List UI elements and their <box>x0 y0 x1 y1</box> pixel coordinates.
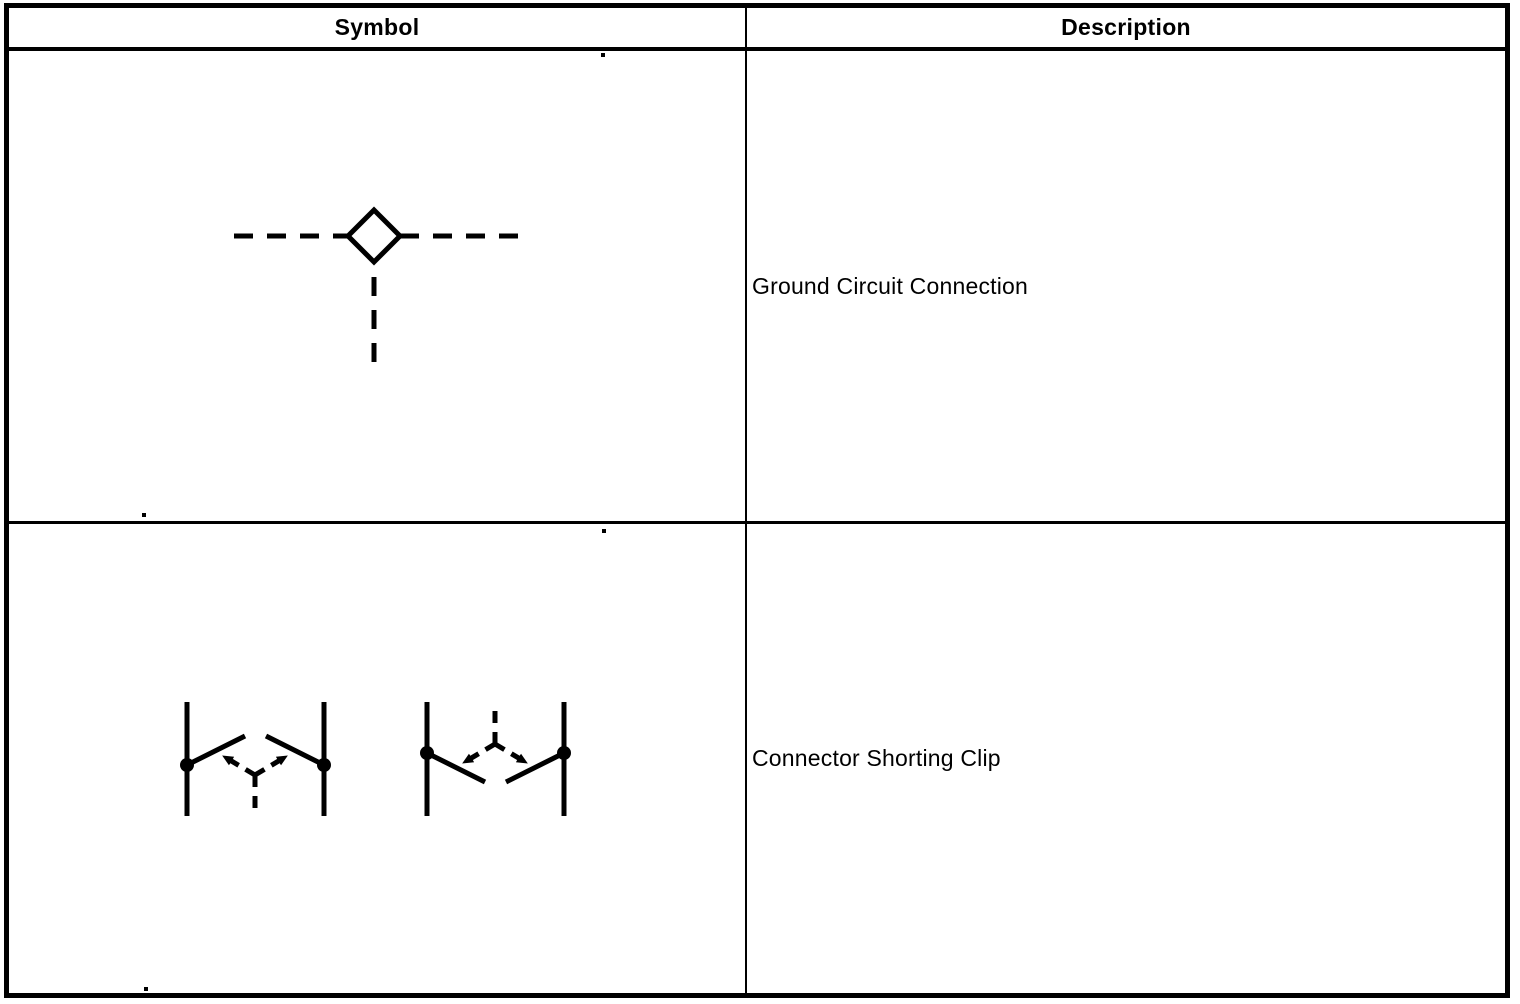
header-cell-description: Description <box>747 8 1505 47</box>
connector-shorting-clip-symbol-icon <box>180 701 571 816</box>
table-row-2-description-cell: Connector Shorting Clip <box>747 524 1505 993</box>
row-1-description-text: Ground Circuit Connection <box>752 272 1029 299</box>
row-2-description-text: Connector Shorting Clip <box>752 745 1001 771</box>
scan-artifact-dot <box>601 53 605 57</box>
column-divider <box>745 8 747 993</box>
header-cell-symbol: Symbol <box>9 8 745 47</box>
table-row-1-description-cell: Ground Circuit Connection <box>747 51 1505 521</box>
scan-artifact-dot <box>142 513 146 517</box>
symbol-legend-table: Symbol Description Ground Circuit Connec… <box>4 3 1510 998</box>
scan-artifact-dot <box>144 987 148 991</box>
row-divider-rule <box>9 521 1505 524</box>
symbol-column-title: Symbol <box>334 14 420 40</box>
header-bottom-rule <box>9 47 1505 51</box>
scan-artifact-dot <box>602 529 606 533</box>
description-column-title: Description <box>1061 14 1191 40</box>
table-row-1-symbol-cell <box>9 51 745 521</box>
table-row-2-symbol-cell <box>9 524 745 993</box>
ground-circuit-connection-symbol-icon <box>234 206 520 367</box>
